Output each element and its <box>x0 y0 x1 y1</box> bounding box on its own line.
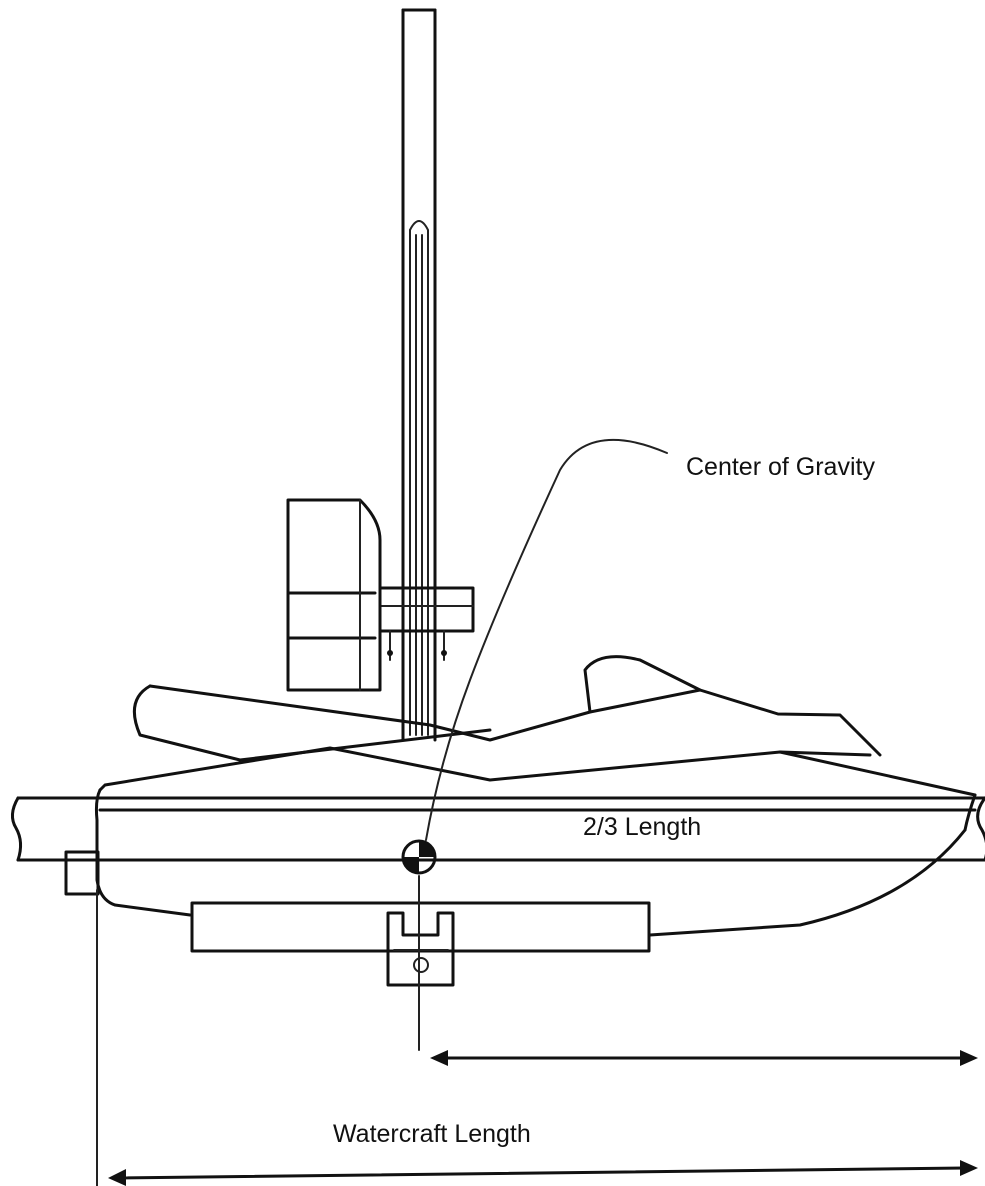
bow-stop-pad <box>286 498 382 692</box>
two-thirds-length-arrow <box>430 1050 978 1066</box>
watercraft-length-arrow <box>108 1160 978 1186</box>
watercraft-seat <box>132 655 882 762</box>
watercraft-hull <box>64 746 977 937</box>
two-thirds-length-label: 2/3 Length <box>583 813 702 841</box>
trailer-bunk <box>190 901 651 953</box>
winch-stand <box>386 911 455 987</box>
trailer-frame <box>11 796 985 862</box>
center-of-gravity-marker <box>401 839 437 875</box>
center-of-gravity-label: Center of Gravity <box>686 453 875 481</box>
trailer-post <box>401 8 437 742</box>
center-of-gravity-leader <box>425 438 668 841</box>
watercraft-length-label: Watercraft Length <box>333 1120 531 1148</box>
winch-bracket <box>378 586 475 661</box>
